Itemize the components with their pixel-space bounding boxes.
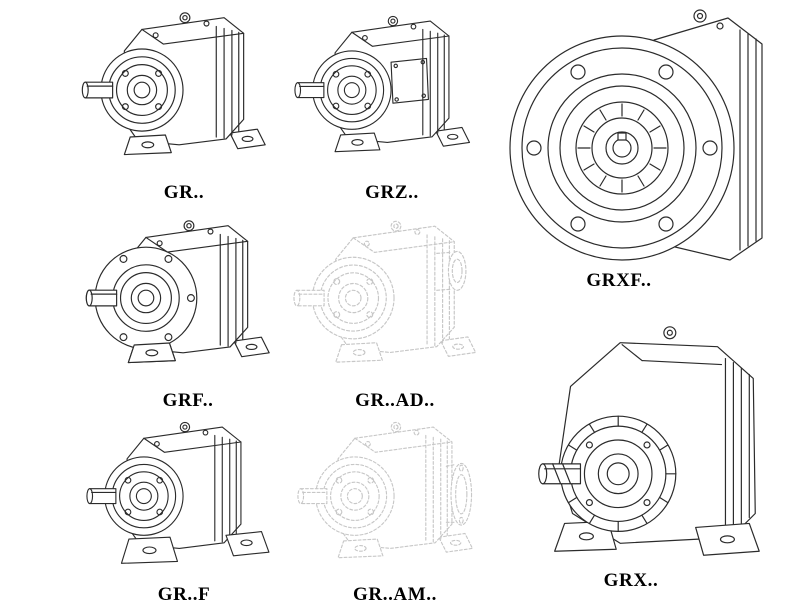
figure-grz: GRZ..: [292, 4, 492, 204]
figure-grx: GRX..: [498, 318, 796, 592]
gearbox-grx-drawing: [538, 326, 760, 556]
figure-label-grxf: GRXF..: [586, 270, 652, 291]
gearbox-grf-drawing: [85, 220, 270, 364]
figure-grxf: GRXF..: [500, 0, 798, 292]
figure-label-grf: GRF..: [162, 390, 214, 411]
gearbox-gram-drawing: [297, 421, 474, 559]
figure-label-gram: GR..AM..: [353, 584, 437, 600]
gearbox-grff-drawing: [86, 421, 270, 564]
figure-label-grx: GRX..: [603, 570, 659, 591]
figure-label-grff: GR..F: [157, 584, 211, 600]
figure-label-gr: GR..: [163, 182, 205, 203]
gearbox-grxf-drawing: [509, 9, 763, 261]
gearbox-grad-drawing: [293, 220, 477, 363]
figure-label-grad: GR..AD..: [355, 390, 435, 411]
figure-grad: GR..AD..: [290, 212, 500, 412]
gearbox-grz-drawing: [294, 15, 471, 153]
figure-gram: GR..AM..: [290, 414, 500, 600]
figure-grf: GRF..: [82, 212, 294, 412]
gearbox-gr-drawing: [81, 12, 266, 156]
figure-grff: GR..F: [78, 414, 290, 600]
figure-label-grz: GRZ..: [365, 182, 419, 203]
figure-gr: GR..: [78, 4, 290, 204]
